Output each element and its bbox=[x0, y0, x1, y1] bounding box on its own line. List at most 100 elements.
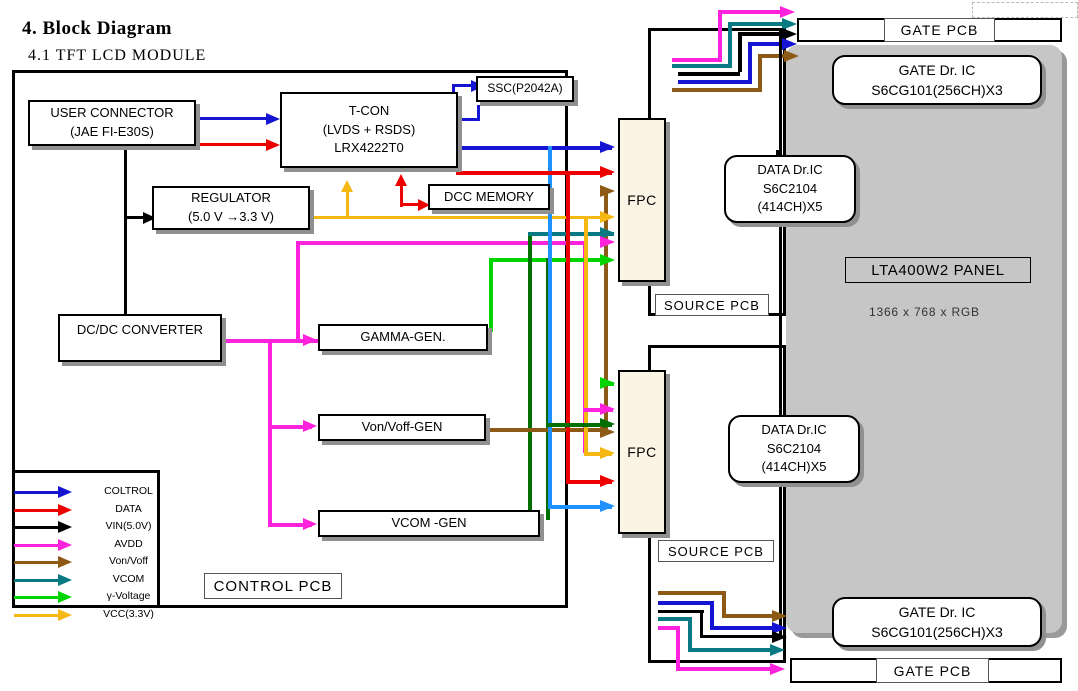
gamma-gen-block[interactable]: GAMMA-GEN. bbox=[318, 324, 488, 351]
lcd-panel bbox=[786, 45, 1062, 633]
legend-swatch-arrow bbox=[58, 503, 72, 516]
control-pcb-notch-edge-v bbox=[157, 470, 160, 608]
gate-pcb-bottom-label-cell: GATE PCB bbox=[876, 658, 989, 683]
wire-dcc-h bbox=[400, 203, 422, 207]
tcon-block[interactable]: T-CON (LVDS + RSDS) LRX4222T0 bbox=[280, 92, 458, 168]
vcom-gen-block[interactable]: VCOM -GEN bbox=[318, 510, 540, 537]
clipped-frame-artifact bbox=[972, 2, 1078, 18]
gate-ic-top-line1: GATE Dr. IC bbox=[898, 61, 976, 78]
arrow-gate-top-vcom bbox=[782, 17, 797, 30]
dcdc-converter-block[interactable]: DC/DC CONVERTER bbox=[58, 314, 222, 362]
wire-vonvoff-out-h bbox=[486, 428, 608, 432]
ssc-block[interactable]: SSC(P2042A) bbox=[476, 76, 574, 102]
von-voff-gen-block[interactable]: Von/Voff-GEN bbox=[318, 414, 486, 441]
regulator-line2: (5.0 V →3.3 V) bbox=[188, 209, 274, 224]
wire-dcc-v bbox=[400, 183, 404, 207]
legend-label: DATA bbox=[115, 502, 142, 515]
wire-avdd-riser-v bbox=[296, 241, 300, 341]
wire-gate-top-vcom-v bbox=[728, 22, 732, 64]
legend-swatch-line bbox=[14, 543, 58, 547]
wire-avdd-bottom-h bbox=[583, 408, 613, 412]
arrow-avdd-vcom bbox=[303, 518, 317, 530]
gate-driver-ic-bottom[interactable]: GATE Dr. IC S6CG101(256CH)X3 bbox=[832, 597, 1042, 647]
gate-pcb-bottom-label: GATE PCB bbox=[893, 662, 972, 679]
wire-avdd-to-vonvoff bbox=[268, 425, 312, 429]
wire-ssc-ret-v bbox=[477, 105, 481, 121]
user-connector-block[interactable]: USER CONNECTOR (JAE FI-E30S) bbox=[28, 100, 196, 146]
wire-gate-bot-vonvoff-v bbox=[722, 591, 726, 617]
fpc-bottom-block[interactable]: FPC bbox=[618, 370, 666, 534]
wire-vcc-bottom-h bbox=[584, 452, 612, 456]
arrow-gate-bot-avdd bbox=[770, 662, 785, 675]
wire-vin-trunk-v bbox=[124, 146, 128, 335]
legend-item: VCOM bbox=[14, 572, 184, 590]
page-title: 4. Block Diagram bbox=[22, 18, 172, 39]
legend-label: AVDD bbox=[114, 537, 143, 550]
data-ic-top-line3: (414CH)X5 bbox=[757, 199, 823, 215]
panel-name-tag: LTA400W2 PANEL bbox=[845, 257, 1031, 283]
wire-gate-bot-avdd-h1 bbox=[658, 626, 680, 630]
legend-swatch-arrow bbox=[58, 486, 72, 499]
tcon-line3: LRX4222T0 bbox=[334, 140, 404, 156]
gamma-gen-line1: GAMMA-GEN. bbox=[360, 329, 446, 345]
wire-vin-rail-right-v bbox=[779, 28, 783, 636]
gate-pcb-top-label: GATE PCB bbox=[900, 22, 979, 38]
data-ic-top-line1: DATA Dr.IC bbox=[757, 161, 823, 177]
wire-gate-bot-vin-v bbox=[700, 610, 704, 638]
wire-gate-bot-control-v bbox=[710, 601, 714, 629]
control-pcb-label: CONTROL PCB bbox=[213, 577, 333, 595]
tcon-line2: (LVDS + RSDS) bbox=[322, 121, 416, 137]
user-connector-line1: USER CONNECTOR bbox=[50, 105, 174, 121]
wire-control-bottom-h bbox=[548, 505, 612, 509]
gate-ic-bot-line1: GATE Dr. IC bbox=[898, 603, 976, 620]
panel-name-label: LTA400W2 PANEL bbox=[871, 261, 1005, 279]
wire-gate-top-avdd-h1 bbox=[718, 10, 784, 14]
wire-vonvoff-riser-v bbox=[604, 190, 608, 430]
wire-ssc-out-h bbox=[452, 84, 476, 88]
wire-tcon-control-h bbox=[456, 146, 612, 150]
control-pcb-notch-edge-h bbox=[12, 470, 160, 473]
wire-tcon-control-col-v bbox=[548, 146, 552, 508]
gate-driver-ic-top[interactable]: GATE Dr. IC S6CG101(256CH)X3 bbox=[832, 55, 1042, 105]
wire-control-connector-tcon bbox=[196, 117, 276, 121]
wire-avdd-to-vcom bbox=[268, 523, 312, 527]
legend-item: VCC(3.3V) bbox=[14, 607, 184, 625]
wire-gate-top-vin-v bbox=[738, 32, 742, 72]
wire-avdd-top-h bbox=[296, 241, 586, 245]
fpc-top-block[interactable]: FPC bbox=[618, 118, 666, 282]
legend-item: γ-Voltage bbox=[14, 589, 184, 607]
arrow-fpc-bot-avdd bbox=[600, 403, 615, 415]
wire-tcon-data-h bbox=[456, 171, 612, 175]
dcc-memory-block[interactable]: DCC MEMORY bbox=[428, 184, 550, 210]
arrow-fpc-top-data bbox=[600, 166, 615, 178]
arrow-gate-bot-vcom bbox=[770, 643, 785, 656]
wire-gate-top-vcom-h1 bbox=[728, 22, 786, 26]
arrow-avdd-gamma bbox=[303, 334, 317, 346]
arrow-gate-bot-vin bbox=[772, 630, 787, 643]
wire-gate-top-vcom-h2 bbox=[672, 64, 732, 68]
gate-pcb-top-label-cell: GATE PCB bbox=[884, 18, 995, 42]
data-driver-ic-top[interactable]: DATA Dr.IC S6C2104 (414CH)X5 bbox=[724, 155, 856, 223]
wire-gate-top-control-v bbox=[748, 42, 752, 82]
wire-gate-top-control-h2 bbox=[678, 80, 752, 84]
page-subtitle: 4.1 TFT LCD MODULE bbox=[28, 47, 207, 64]
arrow-gate-top-avdd bbox=[780, 5, 795, 18]
arrow-fpc-bot-vcc bbox=[600, 447, 615, 459]
wire-gate-bot-vin-h2 bbox=[700, 635, 776, 639]
data-ic-bot-line1: DATA Dr.IC bbox=[761, 421, 827, 437]
arrow-dcc-right bbox=[418, 198, 430, 211]
wire-gate-bot-avdd-h2 bbox=[676, 667, 774, 671]
legend-label: COLTROL bbox=[104, 485, 153, 497]
wire-gate-bot-avdd-v bbox=[676, 626, 680, 670]
data-ic-top-line2: S6C2104 bbox=[762, 180, 818, 196]
regulator-block[interactable]: REGULATOR (5.0 V →3.3 V) bbox=[152, 186, 310, 230]
dcdc-line1: DC/DC CONVERTER bbox=[76, 322, 204, 337]
legend-swatch-line bbox=[14, 596, 58, 600]
arrow-avdd-vonvoff bbox=[303, 420, 317, 432]
arrow-dcc-up bbox=[395, 174, 407, 186]
wire-vcc-up-v bbox=[346, 190, 350, 218]
data-driver-ic-bottom[interactable]: DATA Dr.IC S6C2104 (414CH)X5 bbox=[728, 415, 860, 483]
legend-label: VCOM bbox=[112, 572, 145, 585]
fpc-top-label: FPC bbox=[627, 191, 657, 208]
